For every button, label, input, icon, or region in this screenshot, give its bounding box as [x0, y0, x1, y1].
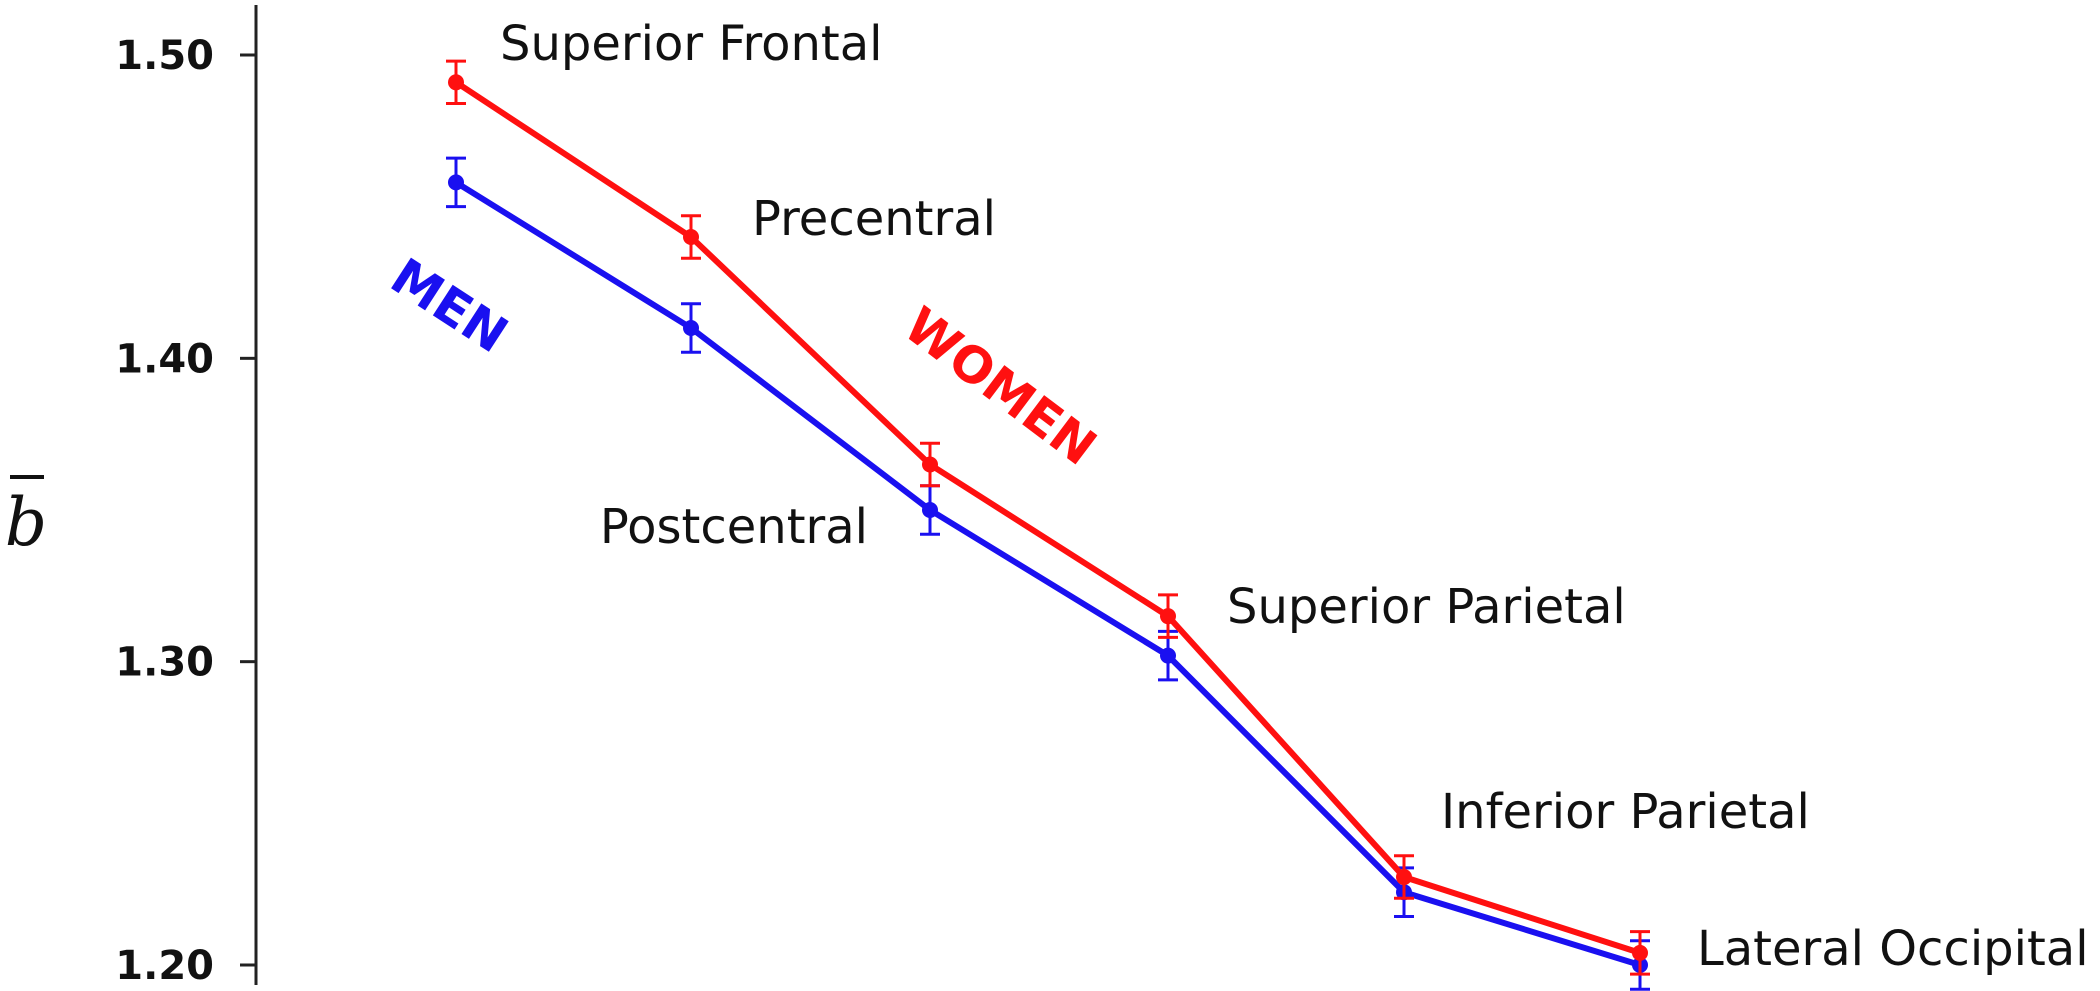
y-tick-label: 1.50	[115, 33, 214, 79]
point-women-lateral-occipital	[1632, 944, 1648, 961]
category-label-postcentral: Postcentral	[600, 499, 868, 555]
point-women-postcentral	[922, 456, 938, 473]
category-label-lateral-occipital: Lateral Occipital	[1697, 921, 2089, 977]
series-label-men: MEN	[381, 247, 518, 364]
point-men-superior-parietal	[1160, 647, 1176, 664]
y-tick-label: 1.30	[115, 640, 214, 686]
category-label-precentral: Precentral	[752, 191, 996, 247]
y-tick-label: 1.40	[115, 336, 214, 382]
point-men-superior-frontal	[448, 174, 464, 191]
y-axis: 1.20 1.30 1.40 1.50 b	[5, 5, 258, 989]
series-label-women: WOMEN	[894, 296, 1107, 477]
series-line-men	[454, 179, 1641, 968]
category-label-inferior-parietal: Inferior Parietal	[1441, 784, 1810, 840]
point-women-superior-parietal	[1160, 608, 1176, 625]
point-women-inferior-parietal	[1396, 869, 1412, 886]
y-axis-label: b	[5, 484, 47, 561]
category-label-superior-frontal: Superior Frontal	[500, 16, 882, 72]
series-line-women	[454, 79, 1641, 956]
label-layer: Superior FrontalPrecentralPostcentralSup…	[381, 16, 2089, 977]
point-women-superior-frontal	[448, 74, 464, 91]
point-men-postcentral	[922, 502, 938, 518]
category-label-superior-parietal: Superior Parietal	[1227, 579, 1626, 635]
series-women	[446, 59, 1650, 976]
series-layer	[446, 59, 1650, 991]
y-tick-label: 1.20	[115, 943, 214, 989]
point-women-precentral	[683, 229, 699, 245]
point-men-precentral	[683, 320, 699, 336]
series-men	[446, 156, 1650, 991]
